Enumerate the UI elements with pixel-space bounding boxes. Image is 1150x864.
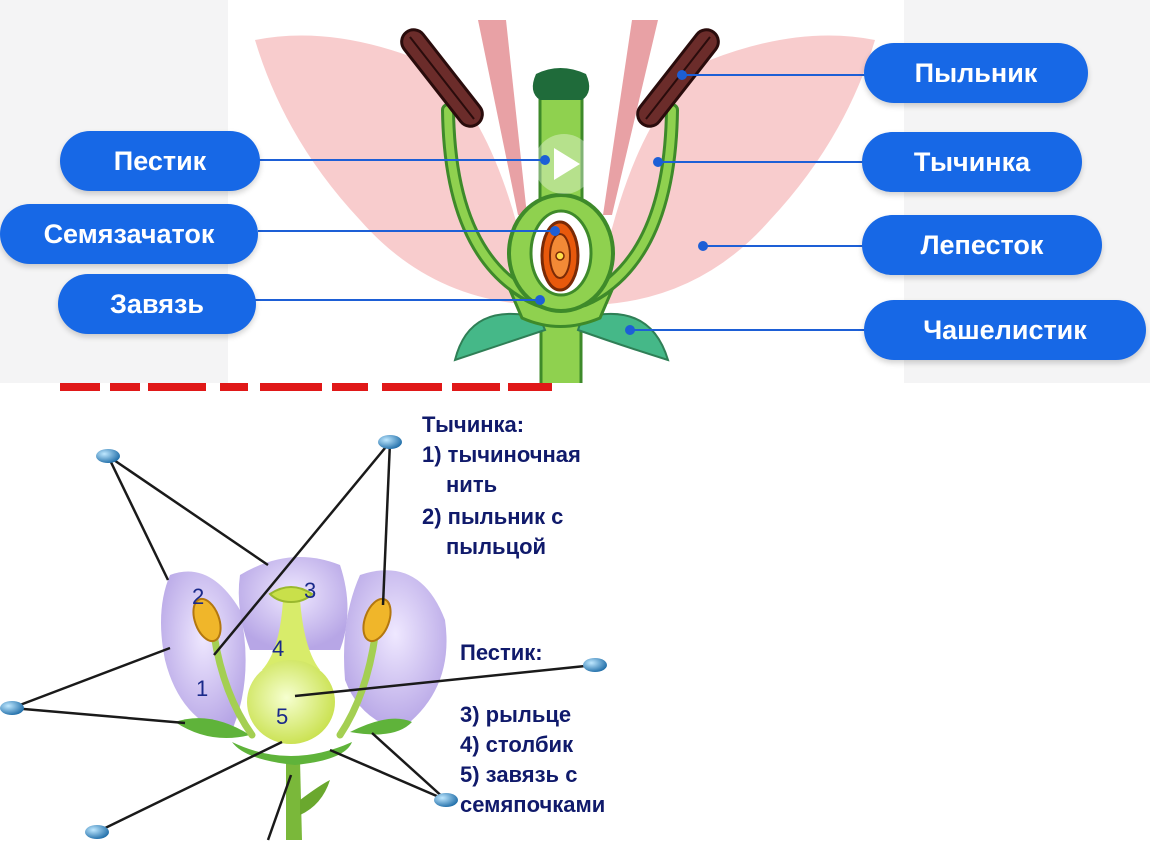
bead-left <box>0 701 24 715</box>
top-flower-illustration <box>255 20 875 383</box>
pointer-stem-b <box>266 774 293 841</box>
label-chashelistik: Чашелистик <box>864 300 1146 360</box>
number-5: 5 <box>276 704 289 729</box>
inner-filament-left <box>478 20 527 215</box>
label-zavyaz: Завязь <box>58 274 256 334</box>
pointer-petals-b <box>107 454 269 567</box>
stamen-line-2b: пыльцой <box>446 534 547 559</box>
bottom-petal-left <box>161 571 246 735</box>
pistil-line-3: 3) рыльце <box>460 702 572 727</box>
petal-left <box>255 35 535 305</box>
pointer-stamen-b <box>381 441 392 606</box>
pointer-stamen-a <box>213 441 391 656</box>
ovule-center <box>555 251 565 261</box>
leader-chashelistik-dot <box>625 325 635 335</box>
bead-bottom-right <box>434 793 458 807</box>
sepal-right <box>576 312 670 362</box>
pointer-sepal-b <box>11 706 186 725</box>
bead-top-right <box>378 435 402 449</box>
label-semyazachatok: Семязачаток <box>0 204 258 264</box>
play-icon <box>534 134 594 194</box>
stamen-title: Тычинка: <box>422 412 525 437</box>
number-3: 3 <box>304 578 317 603</box>
pointer-receptacle-b <box>329 748 447 802</box>
bottom-ovary <box>247 660 335 744</box>
bottom-stigma <box>268 586 314 604</box>
bottom-stem <box>286 760 302 840</box>
stamen-line-1b: нить <box>446 472 498 497</box>
bottom-leaf <box>300 780 330 815</box>
number-1: 1 <box>196 676 209 701</box>
leader-pestik-dot <box>540 155 550 165</box>
pistil-line-5: 5) завязь с <box>460 762 578 787</box>
bead-top-left <box>96 449 120 463</box>
pointer-sepal-a <box>11 646 171 710</box>
pointer-petals-a <box>106 455 170 581</box>
label-pestik: Пестик <box>60 131 260 191</box>
sepal-left <box>453 312 547 362</box>
leader-pylnik-dot <box>677 70 687 80</box>
bead-right <box>583 658 607 672</box>
label-tychinka: Тычинка <box>862 132 1082 192</box>
inner-filament-right <box>603 20 658 215</box>
pistil-line-4: 4) столбик <box>460 732 574 757</box>
pistil-stigma <box>532 68 590 100</box>
bottom-pointer-lines <box>11 441 596 841</box>
label-pylnik: Пыльник <box>864 43 1088 103</box>
leader-lepestok-dot <box>698 241 708 251</box>
leader-tychinka-dot <box>653 157 663 167</box>
bottom-anther-left <box>192 597 222 643</box>
stamen-line-1: 1) тычиночная <box>422 442 581 467</box>
petal-right <box>595 35 875 305</box>
bottom-sepal-right <box>350 718 412 735</box>
top-diagram-panel: Пестик Семязачаток Завязь Пыльник Тычинк… <box>0 0 1150 383</box>
cut-off-red-title <box>60 383 552 391</box>
stamen-line-2: 2) пыльник с <box>422 504 564 529</box>
leader-lines <box>255 70 866 335</box>
bottom-anther-right <box>362 597 392 643</box>
pistil-line-5b: семяпочками <box>460 792 606 817</box>
number-2: 2 <box>192 584 205 609</box>
leader-zavyaz-dot <box>535 295 545 305</box>
bottom-pointer-beads <box>0 435 607 839</box>
bottom-sepal-left <box>175 718 250 739</box>
bead-bottom-left <box>85 825 109 839</box>
label-lepestok: Лепесток <box>862 215 1102 275</box>
pointer-pistil <box>294 663 596 698</box>
pointer-stem-a <box>96 740 283 834</box>
pointer-receptacle-a <box>371 732 447 801</box>
leader-semyazachatok-dot <box>550 226 560 236</box>
number-4: 4 <box>272 636 285 661</box>
anther-left <box>400 28 484 128</box>
bottom-style <box>262 600 320 670</box>
bottom-receptacle <box>232 742 352 765</box>
pistil-title: Пестик: <box>460 640 543 665</box>
